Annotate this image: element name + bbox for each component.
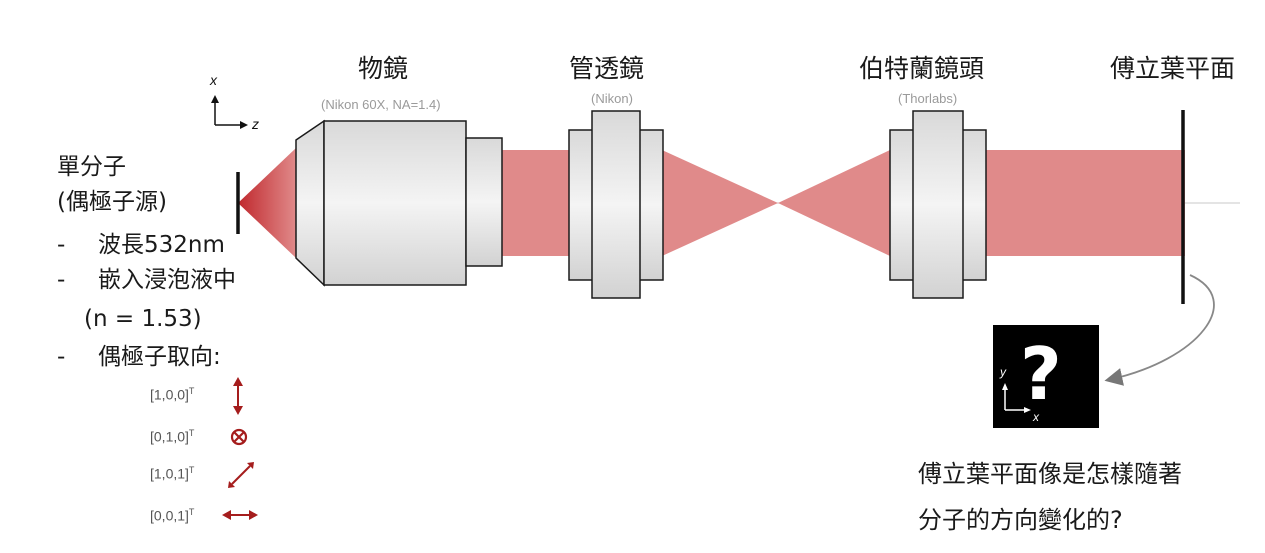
- diagonal-arrow-icon: [228, 462, 254, 488]
- fourier-plane-title: 傅立葉平面: [1110, 54, 1236, 83]
- bertrand-lens-title: 伯特蘭鏡頭: [859, 54, 985, 83]
- refractive-index-text: (n = 1.53): [84, 306, 202, 332]
- axes-icon: [211, 95, 248, 129]
- converging-beam: [662, 150, 778, 256]
- question-line-2: 分子的方向變化的?: [918, 506, 1123, 534]
- orientation-text: 偶極子取向:: [98, 344, 221, 370]
- molecule-subtitle: (偶極子源): [57, 189, 167, 215]
- bullet-dash: -: [57, 232, 66, 258]
- tube-lens: [568, 110, 664, 299]
- horizontal-arrow-icon: [222, 510, 258, 520]
- bertrand-lens-subtitle: (Thorlabs): [898, 91, 958, 106]
- inset-axis-y-label: y: [1000, 365, 1006, 379]
- bullet-dash: -: [57, 344, 66, 370]
- inset-axis-x-label: x: [1033, 410, 1039, 424]
- collimated-beam-1: [500, 150, 570, 256]
- tube-lens-title: 管透鏡: [569, 54, 645, 83]
- emission-cone: [238, 148, 296, 258]
- pointer-arrow: [1104, 274, 1215, 386]
- objective-lens: [295, 119, 503, 287]
- vertical-arrow-icon: [233, 377, 243, 415]
- diverging-beam: [778, 150, 890, 256]
- objective-title: 物鏡: [358, 54, 409, 83]
- orientation-vector: [0,0,1]T: [150, 507, 195, 524]
- wavelength-text: 波長532nm: [98, 232, 225, 258]
- objective-subtitle: (Nikon 60X, NA=1.4): [321, 97, 441, 112]
- collimated-beam-2: [985, 150, 1185, 256]
- into-page-icon: [230, 428, 248, 446]
- immersion-text: 嵌入浸泡液中: [98, 267, 236, 293]
- axis-z-label: z: [252, 116, 259, 132]
- axis-x-label: x: [210, 72, 217, 88]
- tube-lens-subtitle: (Nikon): [591, 91, 633, 106]
- orientation-vector: [1,0,1]T: [150, 465, 195, 482]
- molecule-title: 單分子: [57, 154, 126, 180]
- inset-axes-icon: [1002, 383, 1031, 413]
- bullet-dash: -: [57, 267, 66, 293]
- question-mark-icon: ?: [1020, 332, 1062, 416]
- orientation-vector: [0,1,0]T: [150, 428, 195, 445]
- question-line-1: 傅立葉平面像是怎樣隨著: [918, 460, 1182, 488]
- fourier-image-inset: [993, 325, 1099, 428]
- bertrand-lens: [889, 110, 987, 299]
- orientation-vector: [1,0,0]T: [150, 386, 195, 403]
